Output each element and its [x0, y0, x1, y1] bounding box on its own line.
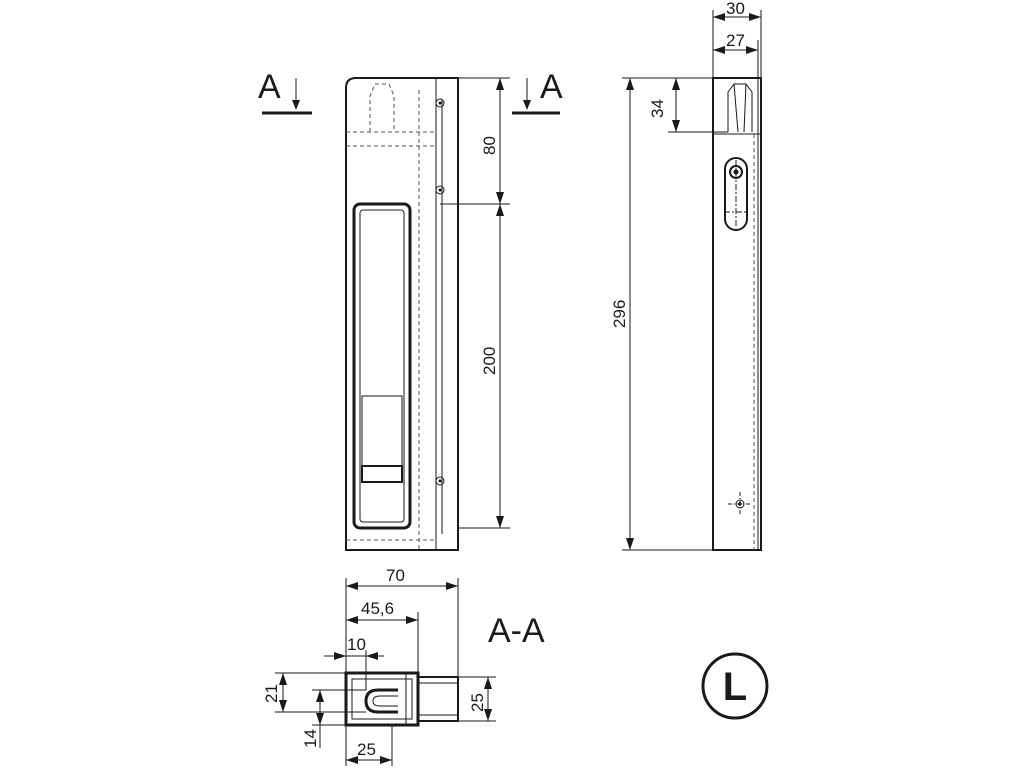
front-finger-pull — [361, 395, 403, 483]
front-grip-recess — [352, 202, 412, 530]
side-dimensions: 30 27 34 296 — [610, 0, 762, 551]
section-marker-right: A — [512, 68, 563, 115]
front-view — [345, 77, 459, 551]
dim-inner-depth: 45,6 — [361, 599, 394, 618]
front-latch-hidden — [369, 83, 395, 132]
side-latch-block — [727, 83, 753, 132]
section-marker-left: A — [258, 68, 312, 115]
section-dimensions: 70 45,6 10 21 14 25 — [262, 566, 496, 766]
dim-bottom-width: 25 — [357, 740, 376, 759]
dim-height-left: 21 — [262, 684, 281, 703]
side-body-outline — [712, 77, 762, 551]
front-dimensions: 80 200 — [440, 77, 510, 529]
section-strip — [417, 676, 459, 722]
front-screw-hole-bottom — [435, 476, 445, 486]
dim-height-right: 25 — [468, 693, 487, 712]
section-view — [344, 671, 459, 727]
dim-inner-width: 27 — [726, 31, 745, 50]
side-slot-hole — [724, 157, 748, 231]
section-body — [344, 671, 420, 727]
dim-total-height: 296 — [610, 300, 629, 328]
side-view — [712, 77, 762, 551]
dim-top-block: 34 — [648, 99, 667, 118]
dim-slot-width: 10 — [347, 635, 366, 654]
dim-offset: 14 — [301, 729, 320, 748]
section-u-slot — [364, 688, 398, 714]
front-body-outline — [345, 77, 459, 551]
front-screw-hole-top — [435, 98, 445, 108]
dim-top-spacing: 80 — [480, 136, 499, 155]
dim-outer-width: 30 — [726, 0, 745, 18]
handing-letter: L — [723, 665, 747, 709]
dim-lower-spacing: 200 — [480, 347, 499, 375]
dim-overall-width: 70 — [386, 566, 405, 585]
handing-circle — [701, 652, 769, 720]
handing-symbol: L — [701, 652, 769, 720]
section-title: A-A — [488, 612, 545, 650]
section-letter-left: A — [258, 68, 281, 106]
section-letter-right: A — [540, 68, 563, 106]
front-screw-hole-middle — [435, 185, 445, 195]
